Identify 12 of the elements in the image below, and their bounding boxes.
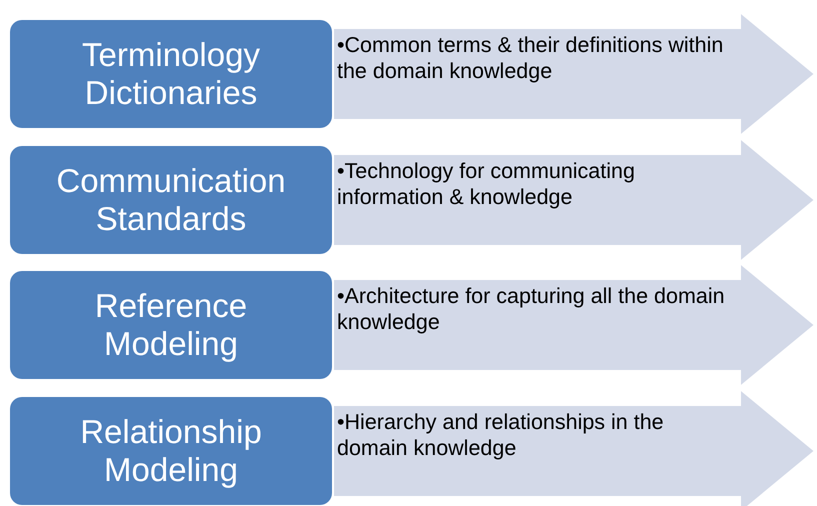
category-box	[10, 146, 332, 254]
description-text: •Hierarchy and relationships in the domain knowledge	[337, 409, 665, 461]
description-text: •Technology for communicating information & knowledge	[337, 158, 636, 210]
category-title: Relationship Modeling	[79, 413, 263, 489]
category-box	[10, 397, 332, 505]
category-title: Communication Standards	[55, 162, 287, 238]
description-text: •Architecture for capturing all the domain knowledge	[337, 283, 726, 335]
description-text: •Common terms & their definitions within the domain knowledge	[337, 32, 724, 84]
category-box	[10, 271, 332, 379]
category-title: Terminology Dictionaries	[81, 36, 261, 112]
category-title: Reference Modeling	[94, 287, 248, 363]
category-box	[10, 20, 332, 128]
